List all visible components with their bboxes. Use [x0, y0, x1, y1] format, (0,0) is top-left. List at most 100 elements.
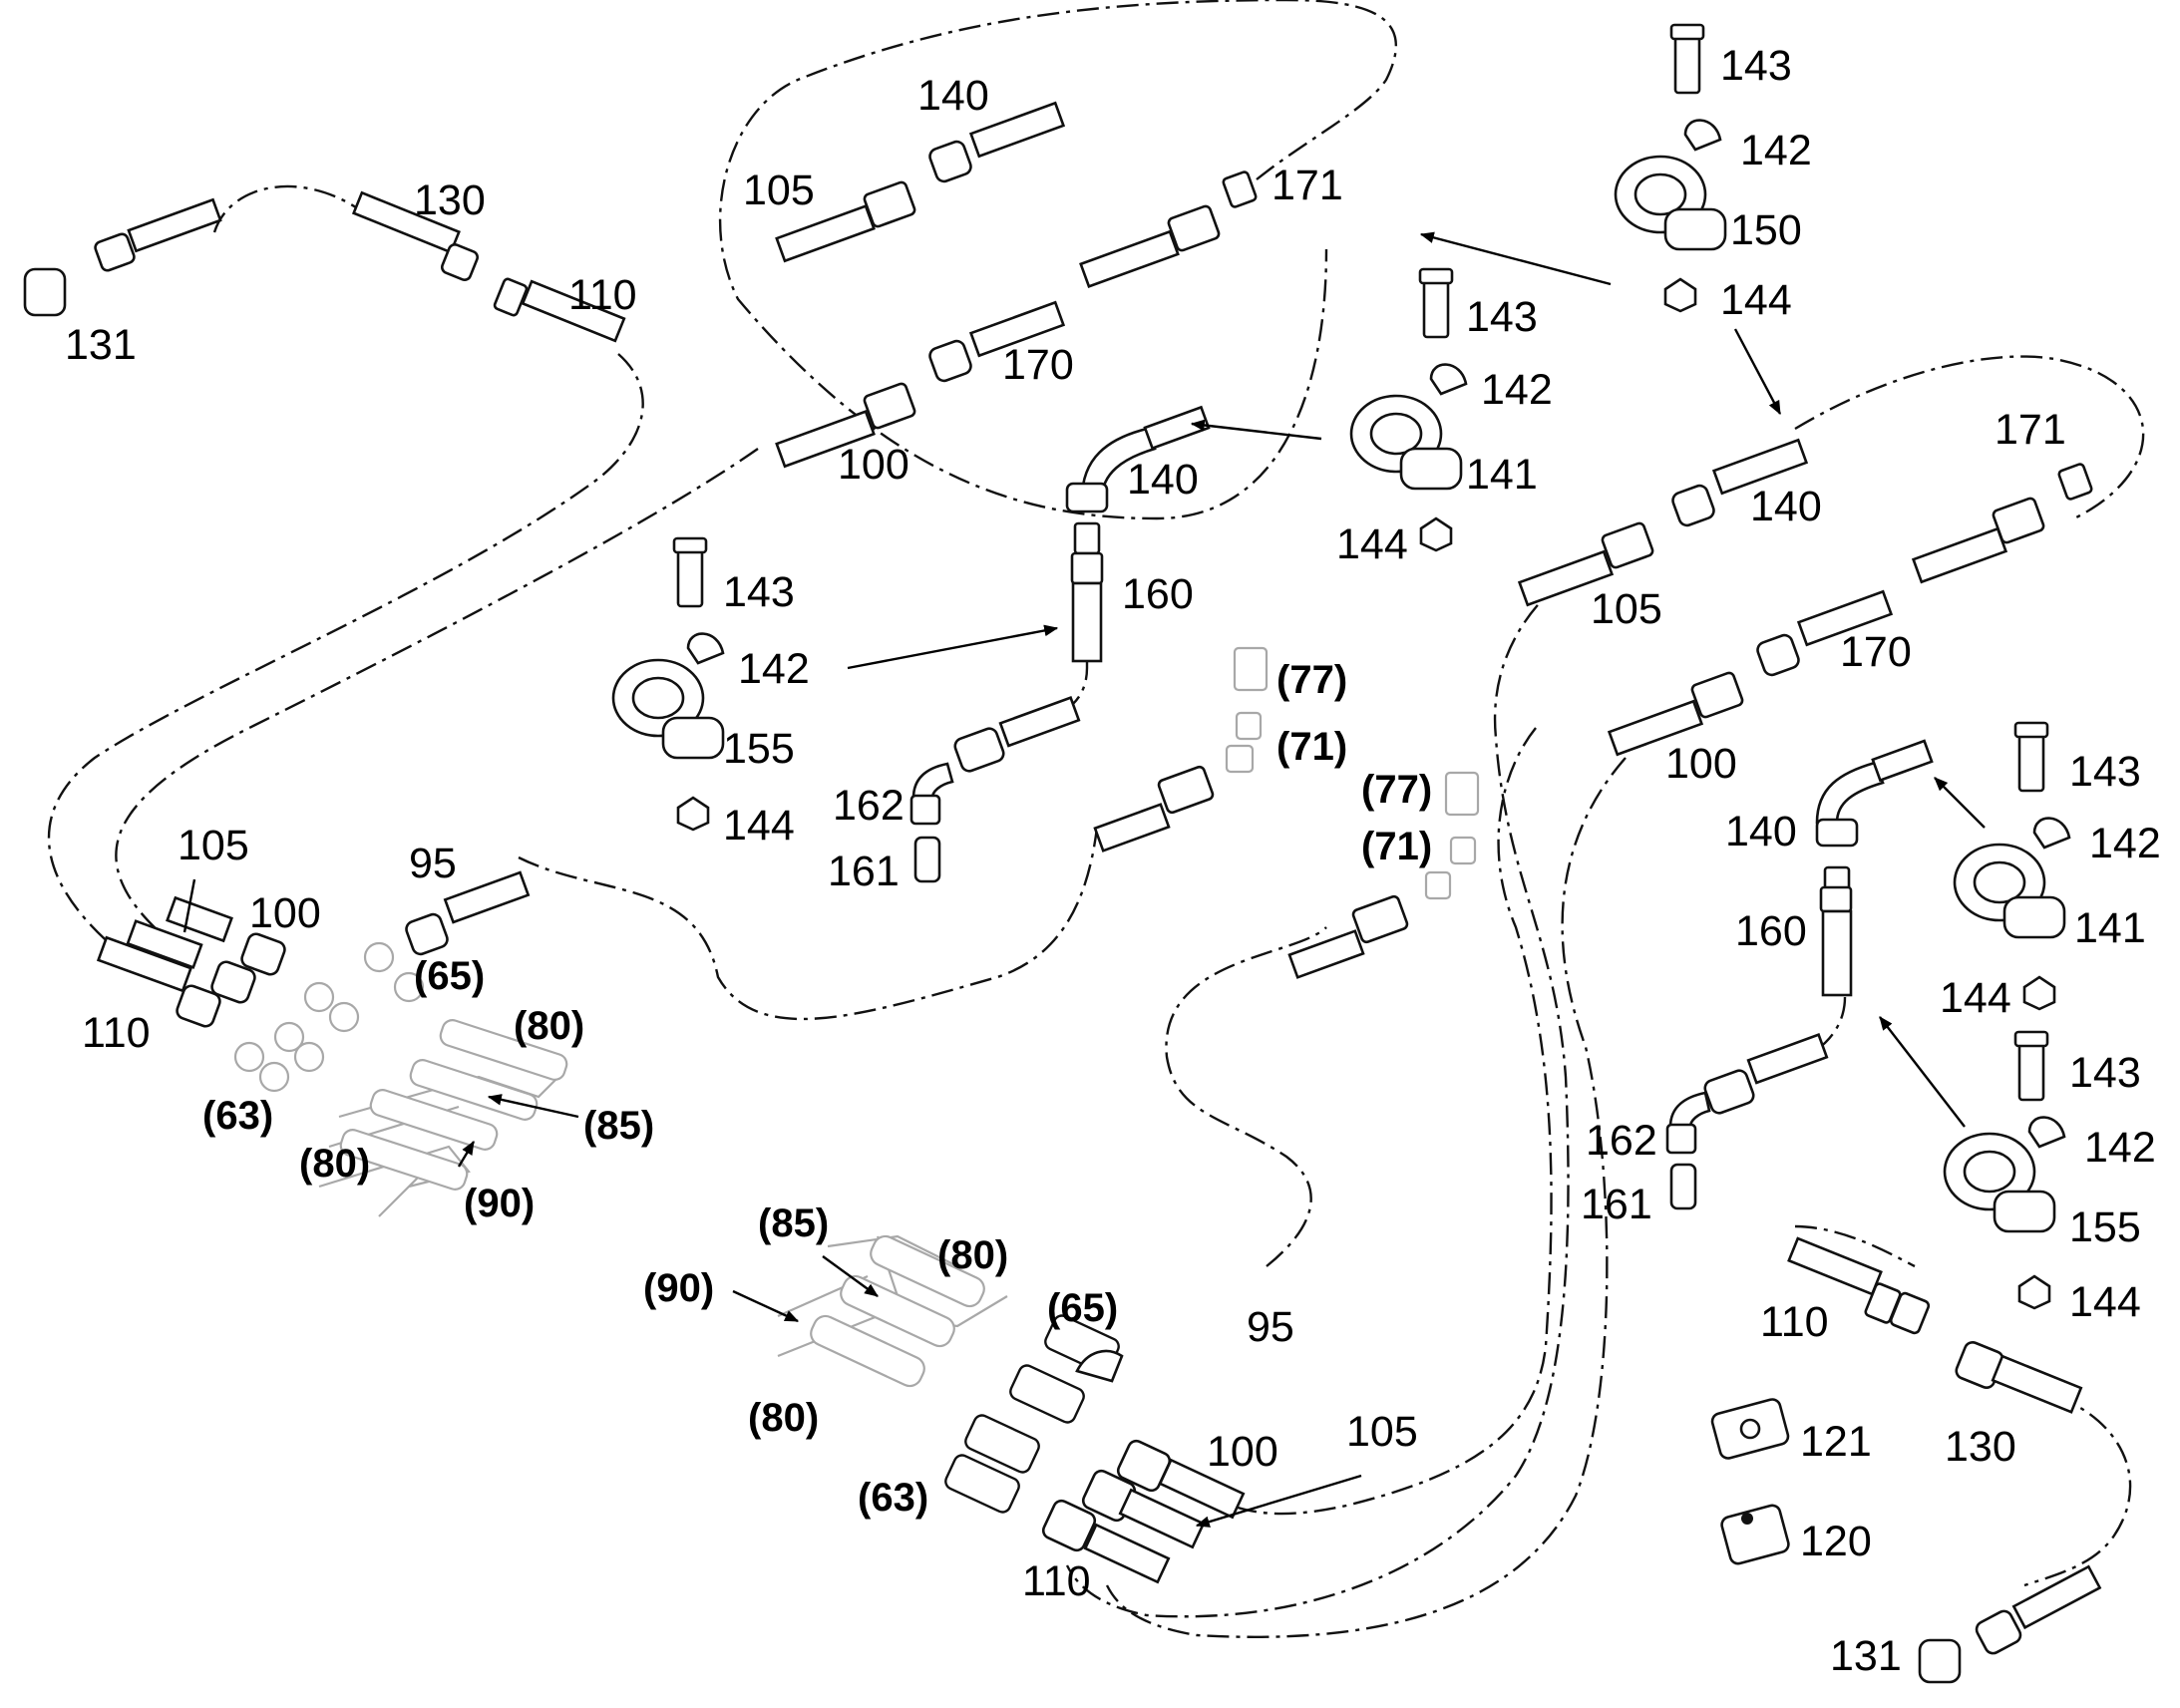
clamp-155-kit-left [611, 536, 725, 832]
label-143: 143 [1720, 42, 1792, 90]
hose-100-170 [775, 300, 1066, 469]
hose-route-center-vertical-1 [1186, 727, 1553, 1516]
label-144: 144 [2069, 1278, 2141, 1326]
label-71: (71) [1276, 725, 1347, 769]
label-144: 144 [1720, 276, 1792, 324]
hose-110-130-131-right [1787, 1236, 2102, 1684]
clamp-141-kit-right [1953, 721, 2071, 1011]
label-130: 130 [1945, 1423, 2016, 1471]
label-150: 150 [1730, 206, 1802, 254]
bottom-valve-cluster [777, 1234, 1246, 1584]
label-80: (80) [299, 1142, 370, 1186]
label-100: 100 [838, 441, 909, 489]
block-121 [1710, 1398, 1790, 1460]
label-110: 110 [82, 1009, 151, 1057]
label-131: 131 [1830, 1632, 1902, 1680]
hose-route-100-left [115, 448, 759, 933]
label-90: (90) [464, 1182, 535, 1225]
left-valve-cluster [96, 895, 568, 1217]
part-labels: 140 105 171 130 131 110 170 100 143 142 … [65, 42, 2161, 1680]
label-85: (85) [583, 1104, 654, 1148]
label-105: 105 [1346, 1408, 1418, 1456]
label-142: 142 [2084, 1124, 2156, 1172]
label-144: 144 [1336, 520, 1408, 568]
label-95: 95 [409, 840, 457, 887]
leader-arrows [182, 231, 1986, 1528]
label-95: 95 [1247, 1303, 1294, 1351]
label-140: 140 [1750, 483, 1822, 530]
label-120: 120 [1800, 1518, 1872, 1565]
label-141: 141 [2074, 904, 2146, 952]
label-63: (63) [202, 1094, 273, 1138]
label-110: 110 [1760, 1298, 1829, 1346]
hose-route-105-171 [718, 0, 1397, 520]
label-105: 105 [743, 167, 815, 214]
label-140: 140 [917, 72, 989, 120]
label-170: 170 [1840, 628, 1912, 676]
label-110: 110 [568, 271, 637, 319]
clamp-150-kit [1614, 23, 1727, 313]
label-171: 171 [1995, 406, 2066, 454]
fitting-131-left [23, 267, 67, 317]
label-80: (80) [937, 1233, 1008, 1277]
fitting [493, 277, 529, 317]
label-155: 155 [2069, 1203, 2141, 1251]
label-144: 144 [1940, 974, 2011, 1022]
label-100: 100 [1207, 1428, 1278, 1476]
hose-route-right-bottom-curve [2023, 1394, 2132, 1587]
label-143: 143 [2069, 748, 2141, 796]
label-160: 160 [1735, 907, 1807, 955]
hose-95-left [405, 646, 1480, 979]
hose-route-95-left [518, 827, 1099, 1021]
label-142: 142 [1740, 127, 1812, 174]
label-171: 171 [1272, 162, 1343, 209]
clamp-141-kit-upper [1349, 267, 1468, 552]
label-141: 141 [1466, 451, 1538, 499]
label-143: 143 [1466, 293, 1538, 341]
label-100: 100 [249, 889, 321, 937]
hose-140-160-right [1665, 739, 1934, 1210]
label-77: (77) [1276, 658, 1347, 702]
clamp-kits [611, 23, 2071, 1565]
label-140: 140 [1725, 808, 1797, 855]
hose-route-130-131 [212, 184, 360, 233]
label-65: (65) [1047, 1286, 1118, 1330]
label-130: 130 [414, 176, 486, 224]
hose-route-110-left [47, 353, 644, 953]
hose-route-right-to-bottom [1794, 1224, 1916, 1268]
hose-route-center-vertical-2 [1065, 536, 1636, 1618]
label-90: (90) [643, 1266, 714, 1310]
label-85: (85) [758, 1201, 829, 1245]
label-105: 105 [1591, 585, 1662, 633]
label-161: 161 [1581, 1181, 1652, 1228]
block-120 [1720, 1504, 1790, 1565]
swivel-nut [94, 232, 136, 272]
label-65: (65) [414, 954, 485, 998]
label-155: 155 [723, 725, 795, 773]
swivel-nut [440, 242, 480, 282]
label-161: 161 [828, 848, 900, 895]
label-105: 105 [178, 822, 249, 869]
hose-140-160-upper [909, 405, 1211, 883]
hose-assemblies [23, 101, 2102, 1684]
label-80: (80) [748, 1396, 819, 1440]
label-80: (80) [514, 1004, 584, 1048]
label-131: 131 [65, 321, 137, 369]
hose-131-130-110 [94, 190, 626, 343]
label-143: 143 [723, 568, 795, 616]
label-170: 170 [1002, 341, 1074, 389]
hose-route-95-bottom [1165, 926, 1327, 1267]
hose-route-center-vertical-3 [1105, 757, 1627, 1638]
hose-route-right-loop [1794, 355, 2145, 520]
label-110: 110 [1022, 1557, 1091, 1605]
label-77: (77) [1361, 768, 1432, 812]
label-162: 162 [833, 782, 905, 830]
label-121: 121 [1800, 1418, 1872, 1466]
label-140: 140 [1127, 456, 1199, 504]
hose-105-140-171 [775, 101, 1258, 289]
label-160: 160 [1122, 570, 1194, 618]
hose-right-105-140-171 [1517, 438, 2093, 607]
label-144: 144 [723, 802, 795, 850]
label-142: 142 [2089, 820, 2161, 867]
